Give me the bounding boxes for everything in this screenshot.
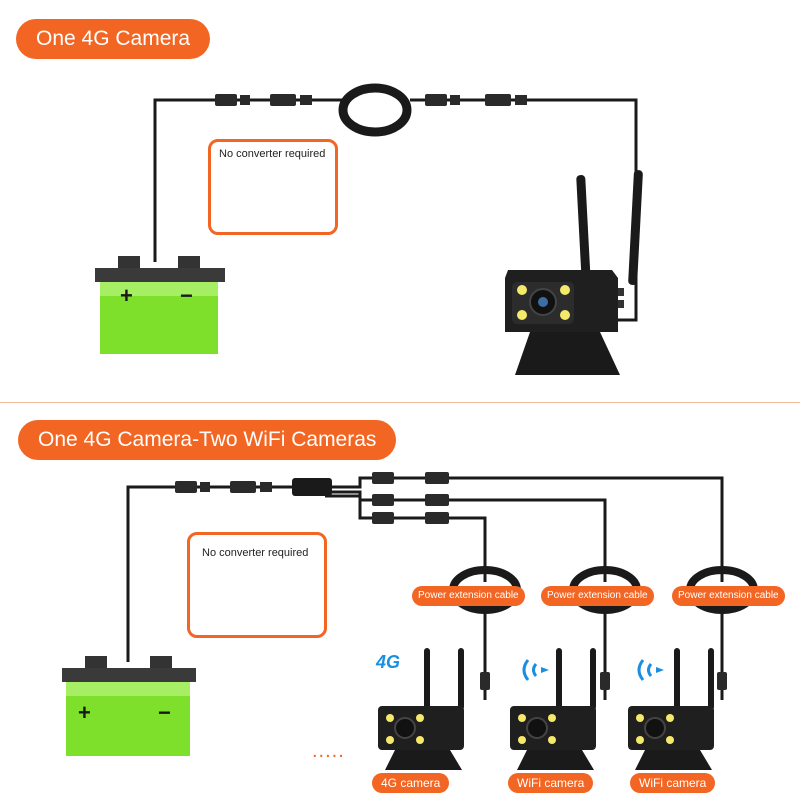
section1-note-text: No converter required <box>219 148 326 160</box>
camera-wifi-2 <box>628 648 714 770</box>
extension-label-2: Power extension cable <box>541 586 654 606</box>
battery-1: + − <box>95 256 225 354</box>
section1-connectors <box>215 94 527 106</box>
camera-1 <box>505 170 643 375</box>
ellipsis-more: ..... <box>312 740 345 762</box>
section2-title: One 4G Camera-Two WiFi Cameras <box>18 420 397 460</box>
battery-2: + − <box>62 656 196 756</box>
section2-note-text: No converter required <box>202 547 309 559</box>
section1-note-box: No converter required <box>208 139 338 235</box>
svg-text:−: − <box>158 700 171 725</box>
camera-4g <box>378 648 464 770</box>
camera-wifi-1 <box>510 648 596 770</box>
svg-text:−: − <box>180 283 193 308</box>
section1-title: One 4G Camera <box>16 19 211 59</box>
extension-label-3: Power extension cable <box>672 586 785 606</box>
camera-label-wifi-1: WiFi camera <box>508 773 594 793</box>
section2-connectors <box>175 472 727 690</box>
camera-label-4g: 4G camera <box>372 773 450 793</box>
section2-note-box: No converter required <box>187 532 327 638</box>
extension-label-1: Power extension cable <box>412 586 525 606</box>
badge-4g-icon: 4G <box>376 652 401 672</box>
svg-text:+: + <box>120 283 133 308</box>
svg-text:+: + <box>78 700 91 725</box>
camera-label-wifi-2: WiFi camera <box>630 773 716 793</box>
section-divider <box>0 402 800 403</box>
